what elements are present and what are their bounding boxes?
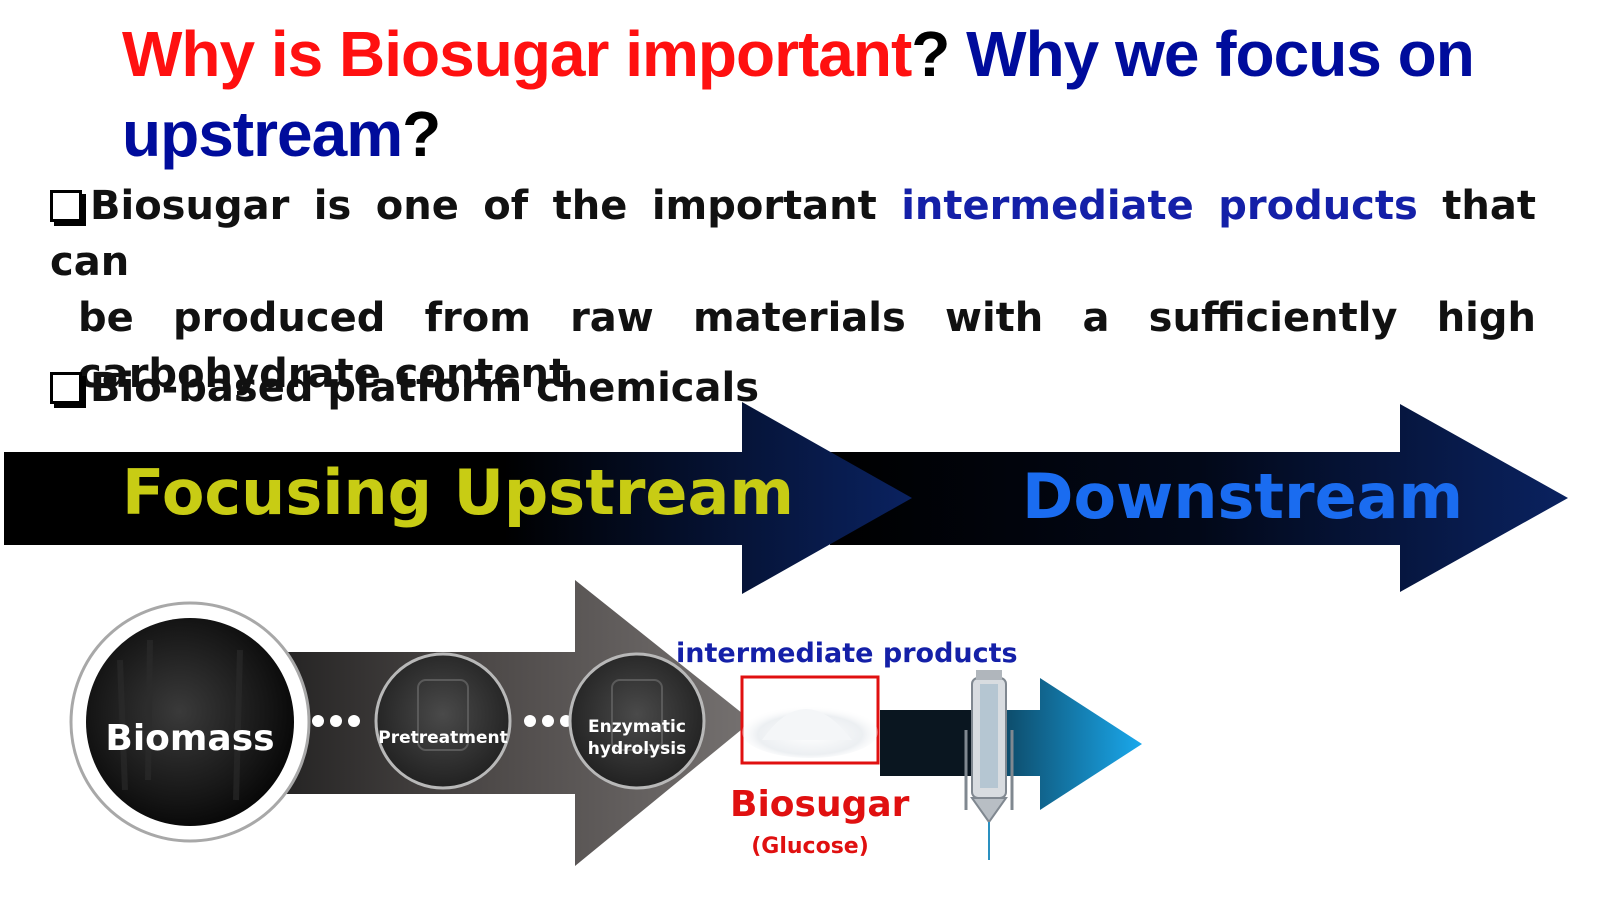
biosugar-label: Biosugar: [730, 784, 910, 825]
upstream-arrow: [4, 402, 912, 594]
process-flow-graphic: [69, 580, 1142, 866]
bullet-biosugar: Biosugar is one of the important interme…: [50, 178, 1536, 402]
slide-title: Why is Biosugar important? Why we focus …: [122, 14, 1522, 174]
title-part-2: Why we focus on upstream: [122, 18, 1475, 170]
glucose-label: (Glucose): [751, 834, 869, 859]
pretreatment-circle: [374, 652, 512, 790]
square-bullet-icon: [50, 190, 82, 222]
bullet-1-line1-tail: that can: [50, 183, 1536, 285]
upstream-label: Focusing Upstream: [122, 456, 794, 529]
downstream-arrow: [830, 404, 1568, 592]
title-part-1: Why is Biosugar important: [122, 18, 912, 90]
enzymatic-label-line2: hydrolysis: [587, 739, 687, 759]
bullet-1-lead: Biosugar is one of the important: [90, 183, 902, 229]
stream-arrows-graphic: [4, 402, 1568, 594]
pretreatment-label: Pretreatment: [378, 728, 508, 748]
enzymatic-circle: [568, 652, 706, 790]
title-question-mark-2: ?: [402, 98, 441, 170]
intermediate-products-label: intermediate products: [676, 638, 1018, 669]
downstream-label: Downstream: [1022, 460, 1464, 533]
enzymatic-label-line1: Enzymatic: [588, 717, 686, 737]
bullet-2-text: Bio-based platform chemicals: [90, 365, 760, 411]
title-question-mark-1: ?: [911, 18, 950, 90]
bullet-platform-chemicals: Bio-based platform chemicals: [50, 360, 759, 416]
biomass-label: Biomass: [105, 718, 275, 759]
bullet-1-rest: be produced from raw materials with a su…: [78, 295, 1536, 397]
square-bullet-icon: [50, 372, 82, 404]
bullet-1-highlight: intermediate products: [901, 183, 1418, 229]
fermenter-tank-icon: [964, 670, 1014, 860]
